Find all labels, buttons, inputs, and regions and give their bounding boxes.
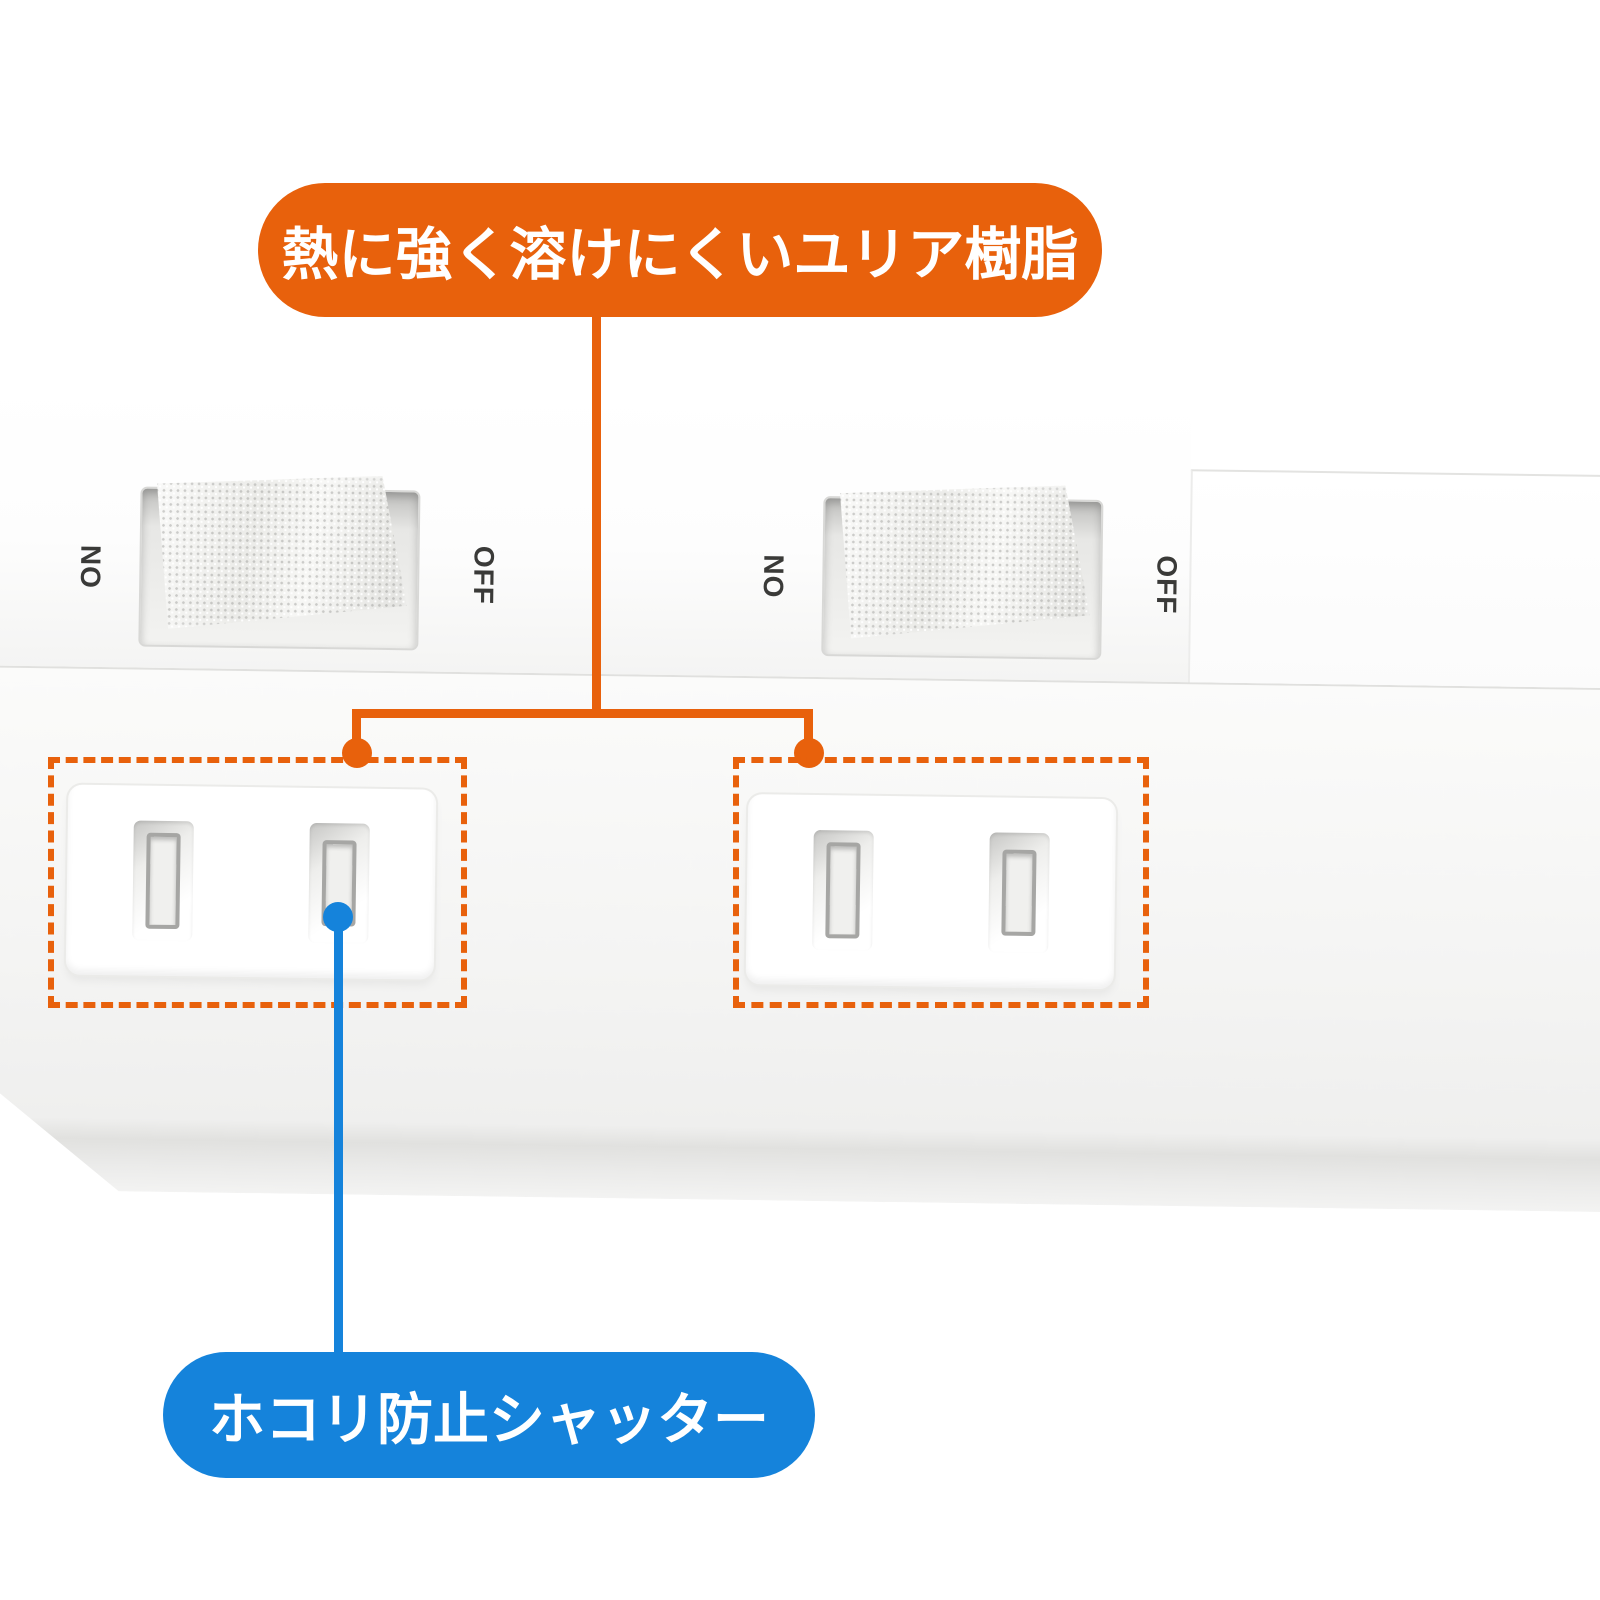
orange-connector-horizontal (352, 709, 813, 718)
callout-urea-resin-label: 熱に強く溶けにくいユリア樹脂 (281, 223, 1079, 287)
blue-connector-vertical (334, 916, 343, 1358)
orange-connector-dot-right (794, 738, 824, 768)
switch-2-well (821, 496, 1104, 660)
strip-right-raised-edge (1187, 469, 1600, 693)
orange-connector-dot-left (342, 738, 372, 768)
switch-1-off-label: OFF (467, 545, 500, 606)
orange-connector-vertical (592, 314, 601, 718)
switch-1-on-label: ON (75, 543, 107, 589)
switch-2-on-label: ON (758, 553, 790, 598)
callout-urea-resin: 熱に強く溶けにくいユリア樹脂 (258, 183, 1102, 317)
switch-2-off-label: OFF (1150, 555, 1183, 615)
rocker-switch-1: ON OFF (74, 482, 506, 668)
rocker-switch-2: ON OFF (757, 491, 1189, 677)
highlight-box-outlet-2 (733, 757, 1149, 1008)
switch-1-well (138, 487, 421, 651)
switch-2-rocker-cap (827, 482, 1091, 642)
highlight-box-outlet-1 (48, 757, 467, 1008)
callout-dust-shutter: ホコリ防止シャッター (163, 1352, 815, 1478)
switch-1-rocker-cap (145, 473, 409, 633)
callout-dust-shutter-label: ホコリ防止シャッター (209, 1387, 769, 1451)
orange-connector-stub-left (352, 709, 361, 749)
orange-connector-stub-right (804, 709, 813, 749)
